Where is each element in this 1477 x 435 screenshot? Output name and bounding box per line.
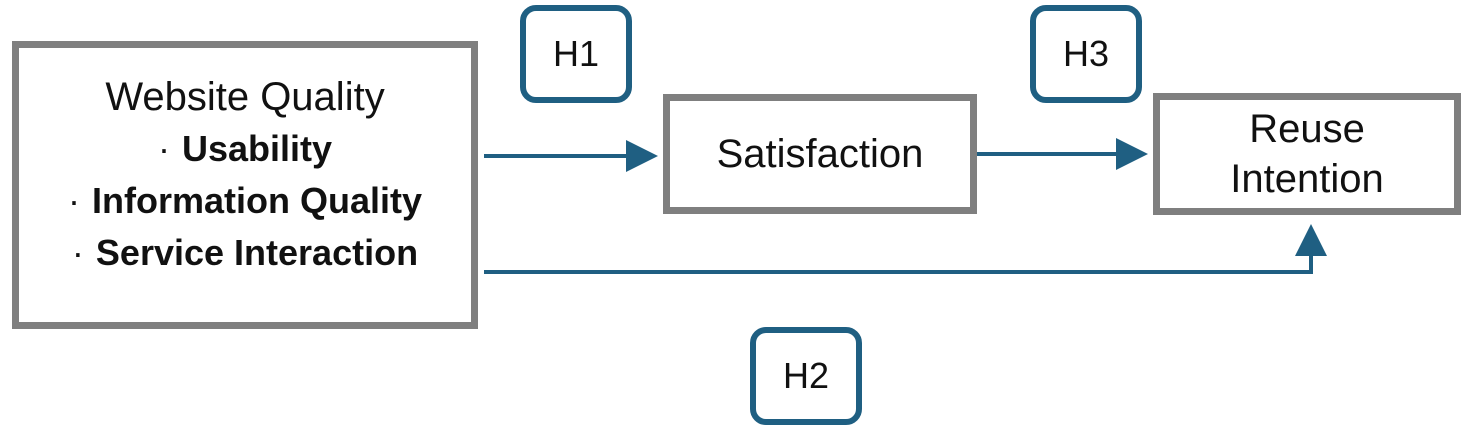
reuse-intention-line1: Reuse [1249,107,1365,151]
bullet-dot: · [71,232,84,273]
hypothesis-badge-h3: H3 [1030,5,1142,103]
bullet-dot: · [157,128,170,169]
arrow-quality-to-reuse [484,224,1327,274]
website-quality-item-service-interaction: · Service Interaction [72,227,418,279]
bullet-dot: · [67,180,80,221]
reuse-intention-box: Reuse Intention [1153,93,1461,215]
satisfaction-label: Satisfaction [716,131,924,176]
satisfaction-box: Satisfaction [663,94,977,214]
hypothesis-badge-h1: H1 [520,5,632,103]
item-label: Usability [181,128,333,169]
website-quality-box: Website Quality ·Usability ·Information … [12,41,478,329]
item-label: Information Quality [91,180,422,221]
reuse-intention-line2: Intention [1230,157,1384,201]
website-quality-title: Website Quality [105,75,385,119]
item-label: Service Interaction [95,232,419,273]
hypothesis-badge-h2: H2 [750,327,862,425]
website-quality-item-usability: · Usability [158,123,332,175]
website-quality-item-information-quality: · Information Quality [68,175,422,227]
